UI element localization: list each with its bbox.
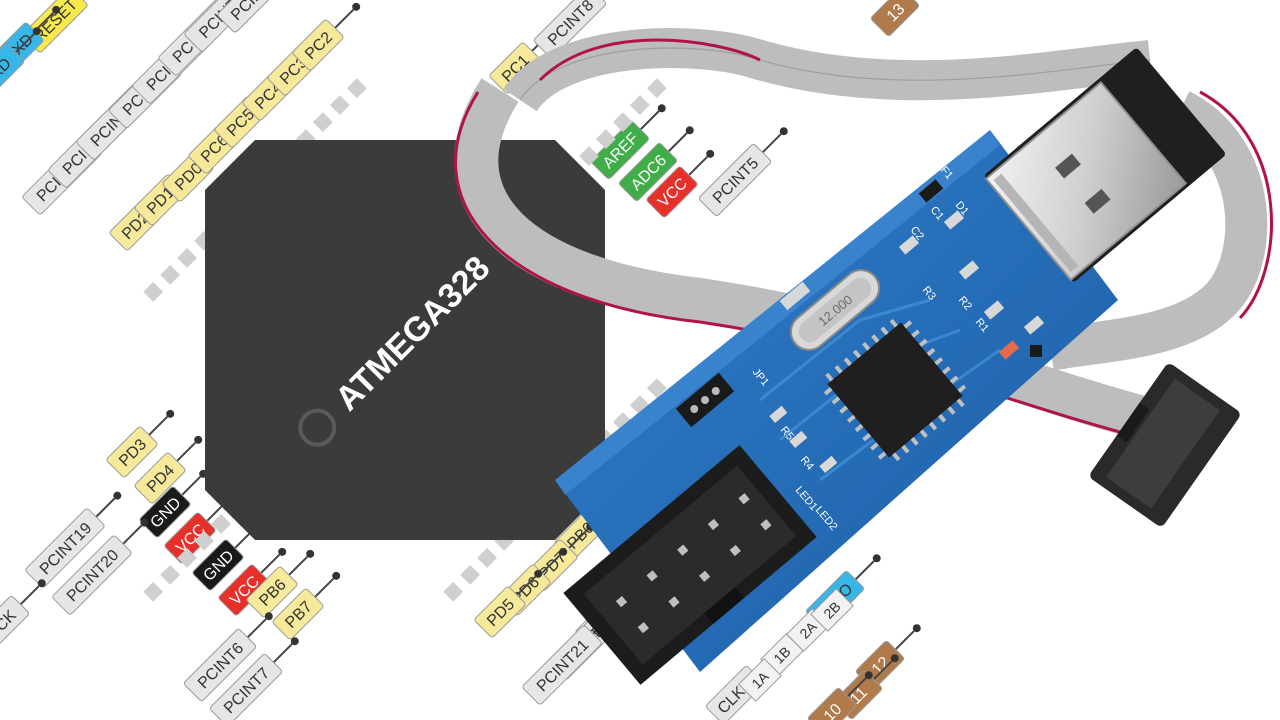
chip-pin (160, 264, 181, 285)
chip-pin (646, 78, 667, 99)
pin-labels-top-left: RESETRXDXDPCINT18PCINT17PCINT16PCINT5PCI… (0, 0, 361, 251)
smd-components (769, 179, 1045, 473)
header-pin-label: 1A (738, 658, 782, 702)
chip-pin (329, 95, 350, 116)
pin-label: PCINT5 (698, 127, 788, 217)
chip-pin (443, 581, 464, 602)
chip-pin (646, 378, 667, 399)
chip-pin (160, 564, 181, 585)
header-pin-label: 2B (810, 588, 854, 632)
crystal-oscillator: 12.000 (789, 269, 881, 351)
usbasp-mcu (823, 318, 967, 462)
pin-label: 10 (807, 671, 873, 720)
chip-pin (312, 112, 333, 133)
idc-connector (1090, 364, 1240, 526)
pin1-marker-icon (298, 408, 337, 447)
chip-pin (143, 281, 164, 302)
chip-pin (629, 95, 650, 116)
pin-label: PCINT (217, 0, 283, 33)
chip-pin (177, 247, 198, 268)
chip-pin (143, 581, 164, 602)
chip-pin (460, 564, 481, 585)
pin-label: CK (0, 579, 46, 645)
chip-pin (346, 78, 367, 99)
pin-label: PD5 (474, 569, 543, 638)
pin-labels-bottom-left: PD3PD4GNDVCCGNDVCCPB6PB7PCINT19PCINT20PC… (0, 409, 341, 720)
chip-pin (477, 547, 498, 568)
pin-label: PC2 (292, 2, 361, 71)
jp1-jumper (675, 372, 735, 428)
isp-header-10pin (563, 445, 817, 685)
pin-label: 13 (870, 0, 920, 37)
usb-plug (984, 48, 1225, 282)
